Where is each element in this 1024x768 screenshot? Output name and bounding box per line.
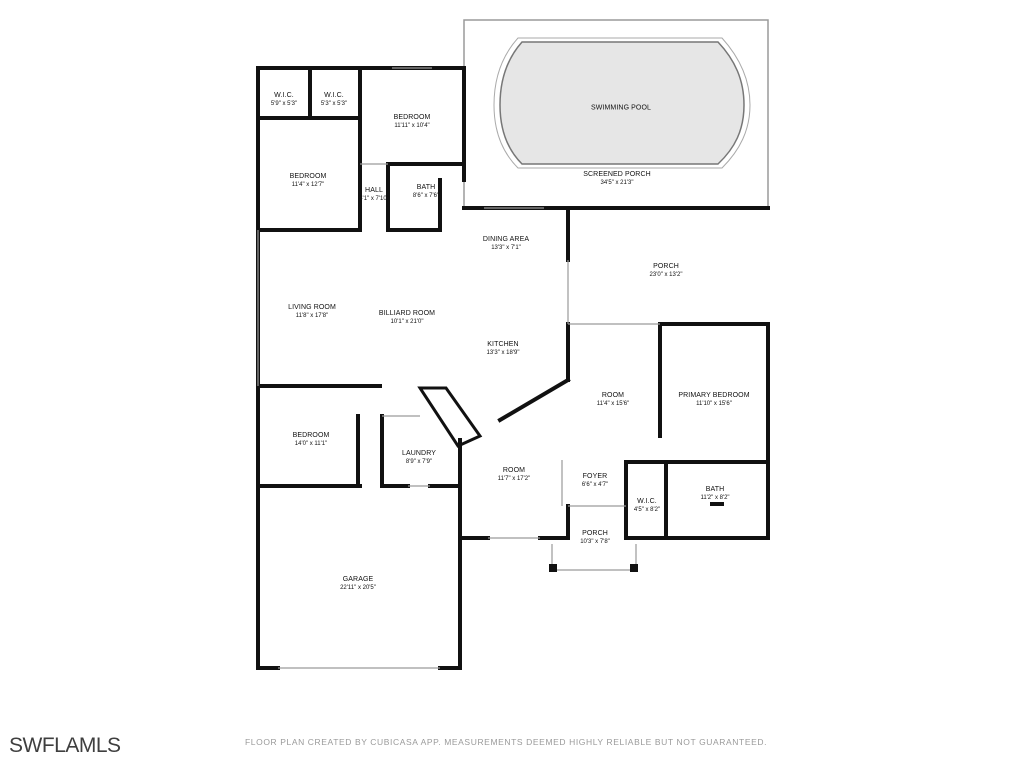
screened-porch-outline — [463, 19, 769, 210]
room-label-wic-2: W.I.C.5'3" x 5'3" — [320, 91, 348, 107]
pool-coping — [493, 37, 751, 169]
room-label-wic-primary: W.I.C.4'5" x 8'2" — [633, 497, 661, 513]
room-label-swimming-pool: SWIMMING POOL — [590, 104, 652, 112]
partitions — [257, 67, 660, 669]
swimming-pool — [499, 41, 745, 165]
mls-watermark: SWFLAMLS — [9, 734, 121, 757]
room-label-wic-1: W.I.C.5'9" x 5'3" — [270, 91, 298, 107]
disclaimer-text: FLOOR PLAN CREATED BY CUBICASA APP. MEAS… — [245, 737, 768, 747]
porch-posts — [549, 502, 724, 572]
